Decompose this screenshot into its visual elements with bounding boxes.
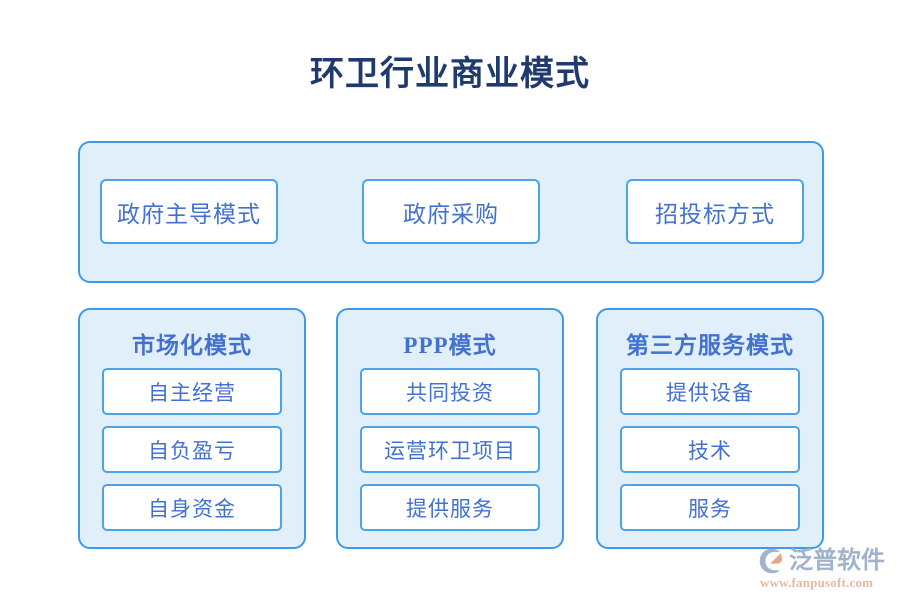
brand-row: 泛普软件	[758, 546, 898, 576]
column-item[interactable]: 自身资金	[102, 484, 282, 531]
column-item[interactable]: 技术	[620, 426, 800, 473]
page-title: 环卫行业商业模式	[310, 56, 590, 93]
column-item-label: 自身资金	[148, 496, 236, 521]
column-header: PPP模式	[403, 333, 497, 358]
column-item[interactable]: 提供设备	[620, 368, 800, 415]
column-item-label: 技术	[688, 438, 732, 463]
column-item-list: 提供设备 技术 服务	[620, 368, 800, 531]
column-item-label: 运营环卫项目	[384, 438, 516, 463]
top-panel-government-mode: 政府主导模式 政府采购 招投标方式	[78, 141, 824, 283]
column-item-list: 共同投资 运营环卫项目 提供服务	[360, 368, 540, 531]
column-item-label: 自负盈亏	[148, 438, 236, 463]
column-item-label: 提供设备	[666, 380, 754, 405]
brand-url: www.fanpusoft.com	[760, 575, 874, 590]
top-box-government-led[interactable]: 政府主导模式	[100, 179, 278, 244]
column-item-list: 自主经营 自负盈亏 自身资金	[102, 368, 282, 531]
column-header: 市场化模式	[132, 333, 252, 358]
column-item[interactable]: 自负盈亏	[102, 426, 282, 473]
brand-name: 泛普软件	[789, 548, 885, 574]
column-item-label: 服务	[688, 496, 732, 521]
top-box-government-procurement[interactable]: 政府采购	[362, 179, 540, 244]
column-header: 第三方服务模式	[626, 333, 794, 358]
top-box-bidding-method[interactable]: 招投标方式	[626, 179, 804, 244]
brand-watermark: 泛普软件 www.fanpusoft.com	[758, 546, 898, 594]
column-item-label: 提供服务	[406, 496, 494, 521]
column-ppp-mode: PPP模式 共同投资 运营环卫项目 提供服务	[336, 308, 564, 549]
top-box-label: 政府采购	[403, 201, 499, 227]
column-item-label: 共同投资	[406, 380, 494, 405]
column-item[interactable]: 自主经营	[102, 368, 282, 415]
column-item[interactable]: 共同投资	[360, 368, 540, 415]
top-box-label: 政府主导模式	[117, 201, 261, 227]
column-item-label: 自主经营	[148, 380, 236, 405]
column-item[interactable]: 服务	[620, 484, 800, 531]
column-third-party-service-mode: 第三方服务模式 提供设备 技术 服务	[596, 308, 824, 549]
column-item[interactable]: 运营环卫项目	[360, 426, 540, 473]
column-marketization-mode: 市场化模式 自主经营 自负盈亏 自身资金	[78, 308, 306, 549]
fanpu-swirl-logo-icon	[759, 548, 783, 574]
top-box-label: 招投标方式	[655, 201, 775, 227]
column-item[interactable]: 提供服务	[360, 484, 540, 531]
